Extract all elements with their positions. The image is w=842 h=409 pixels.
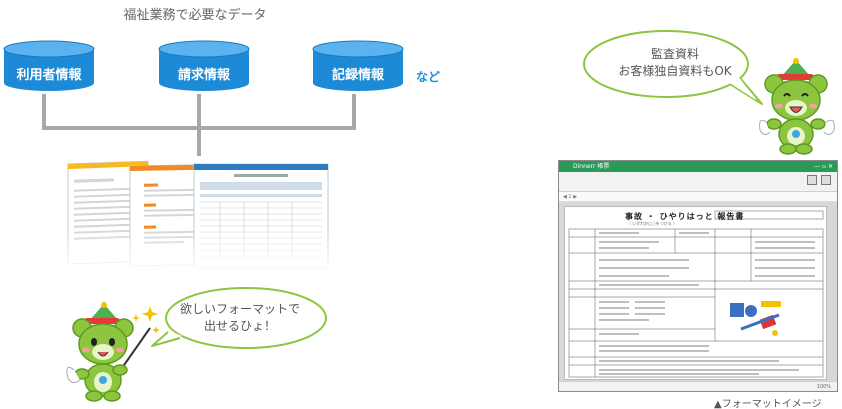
database-records: 記録情報 <box>311 40 405 92</box>
export-icon[interactable] <box>821 175 831 185</box>
speech-bubble-shape <box>151 287 327 349</box>
report-page: 事故 ・ ひやりはっと 報告書 （ いずれかに○をつける ） <box>564 206 827 380</box>
connector-line <box>197 94 201 128</box>
connector-line <box>197 128 201 156</box>
speech-line: お客様独自資料もOK <box>618 64 732 78</box>
speech-bubble-left: 欲しいフォーマットで 出せるひょ！ <box>150 282 330 354</box>
mascot-illustration <box>66 302 160 402</box>
section-heading: 福祉業務で必要なデータ <box>123 8 267 23</box>
speech-bubble-shape <box>583 30 763 105</box>
format-screens <box>66 158 332 274</box>
report-subtitle: （ いずれかに○をつける ） <box>627 221 678 226</box>
format-screens-illustration <box>66 160 332 274</box>
window-title: Dinnerr 帳票 <box>573 163 610 170</box>
database-billing: 請求情報 <box>157 40 251 92</box>
format-image-caption: ▲フォーマットイメージ <box>714 399 822 409</box>
mascot-illustration <box>759 58 835 155</box>
report-form-grid <box>568 210 824 378</box>
speech-line: 欲しいフォーマットで <box>179 302 300 316</box>
database-label: 請求情報 <box>177 68 230 83</box>
connector-line <box>42 94 46 128</box>
speech-bubble-right: 監査資料 お客様独自資料もOK <box>580 26 770 108</box>
report-title: 事故 ・ ひやりはっと 報告書 <box>625 212 745 221</box>
window-controls[interactable]: — ▫ ✕ <box>814 163 833 170</box>
etc-label: など <box>416 70 441 84</box>
database-label: 記録情報 <box>331 68 384 83</box>
mascot-character <box>758 58 838 156</box>
window-title-bar: Dinnerr 帳票 — ▫ ✕ <box>559 161 837 172</box>
speech-line: 監査資料 <box>650 47 699 61</box>
report-preview-window: Dinnerr 帳票 — ▫ ✕ ◀ 1 ▶ 事故 ・ ひやりはっと 報告書 （… <box>558 160 838 392</box>
zoom-status[interactable]: 100% <box>559 381 837 391</box>
preview-toolbar <box>559 172 837 192</box>
database-icon <box>312 40 404 91</box>
connector-line <box>352 94 356 128</box>
speech-line: 出せるひょ！ <box>203 319 276 333</box>
database-icon <box>158 40 250 91</box>
database-label: 利用者情報 <box>16 68 82 83</box>
mascot-character <box>64 302 164 404</box>
page-navigator[interactable]: ◀ 1 ▶ <box>559 192 837 202</box>
database-users: 利用者情報 <box>2 40 96 92</box>
sparkle-icon <box>132 306 160 334</box>
database-icon <box>3 40 95 91</box>
preview-canvas: 事故 ・ ひやりはっと 報告書 （ いずれかに○をつける ） <box>559 202 837 381</box>
print-icon[interactable] <box>807 175 817 185</box>
